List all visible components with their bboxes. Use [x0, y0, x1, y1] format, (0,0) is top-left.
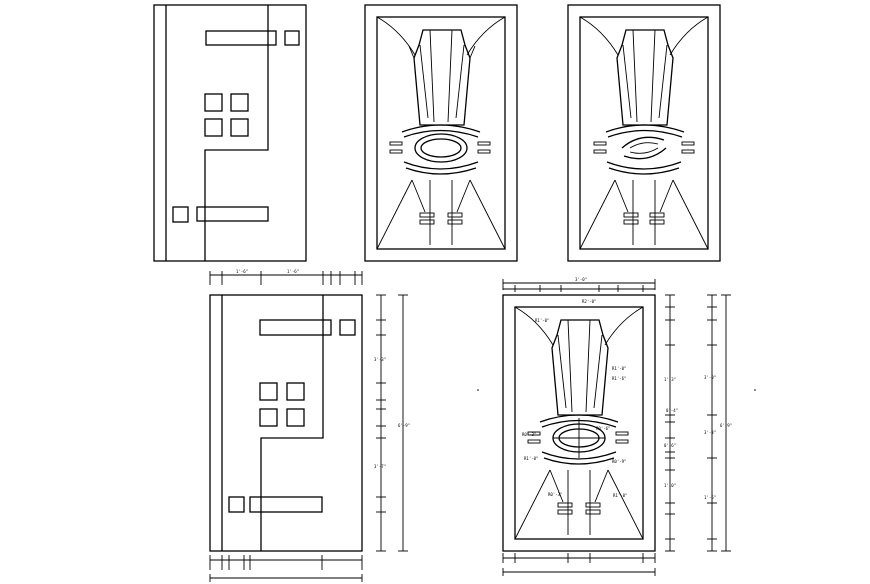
door-c-top [567, 4, 721, 262]
door-a-height-dimension: 6'-9" [398, 423, 410, 428]
door-b-width-dimension: 3'-0" [575, 277, 587, 282]
door-b-mid-dimension: 3'-3" [704, 430, 716, 435]
door-a-dimensioned: 1'-6" 1'-6" 3'-3" 3'-7" 6'-9" [209, 269, 410, 582]
svg-text:0'-6": 0'-6" [664, 443, 676, 448]
door-b-low-dimension: 1'-6" [704, 495, 716, 500]
svg-text:R1'-0": R1'-0" [535, 318, 549, 323]
svg-text:R0'-6": R0'-6" [596, 426, 610, 431]
svg-text:1'-0": 1'-0" [664, 483, 676, 488]
svg-text:R1'-0": R1'-0" [612, 366, 626, 371]
door-a-top [153, 4, 307, 262]
door-a-mid2-dimension: 3'-7" [374, 464, 386, 469]
door-b-top-dimension: 3'-0" [704, 375, 716, 380]
svg-text:1'-6": 1'-6" [236, 269, 248, 274]
svg-text:R0'-3": R0'-3" [548, 492, 562, 497]
svg-text:0'-4": 0'-4" [666, 408, 678, 413]
door-b-top [364, 4, 518, 262]
svg-text:R1'-6": R1'-6" [612, 376, 626, 381]
door-b-dimensioned: R1'-0" R2'-0" R1'-0" R1'-6" R0'-3" R0'-6… [477, 277, 756, 576]
svg-text:1'-6": 1'-6" [287, 269, 299, 274]
svg-text:R1'-0": R1'-0" [524, 456, 538, 461]
svg-text:R0'-3": R0'-3" [522, 432, 536, 437]
svg-text:R2'-0": R2'-0" [582, 299, 596, 304]
door-a-mid-dimension: 3'-3" [374, 357, 386, 362]
door-b-height-dimension: 6'-9" [720, 423, 732, 428]
svg-text:R1'-0": R1'-0" [613, 493, 627, 498]
svg-text:R0'-9": R0'-9" [612, 459, 626, 464]
svg-text:1'-3": 1'-3" [664, 377, 676, 382]
